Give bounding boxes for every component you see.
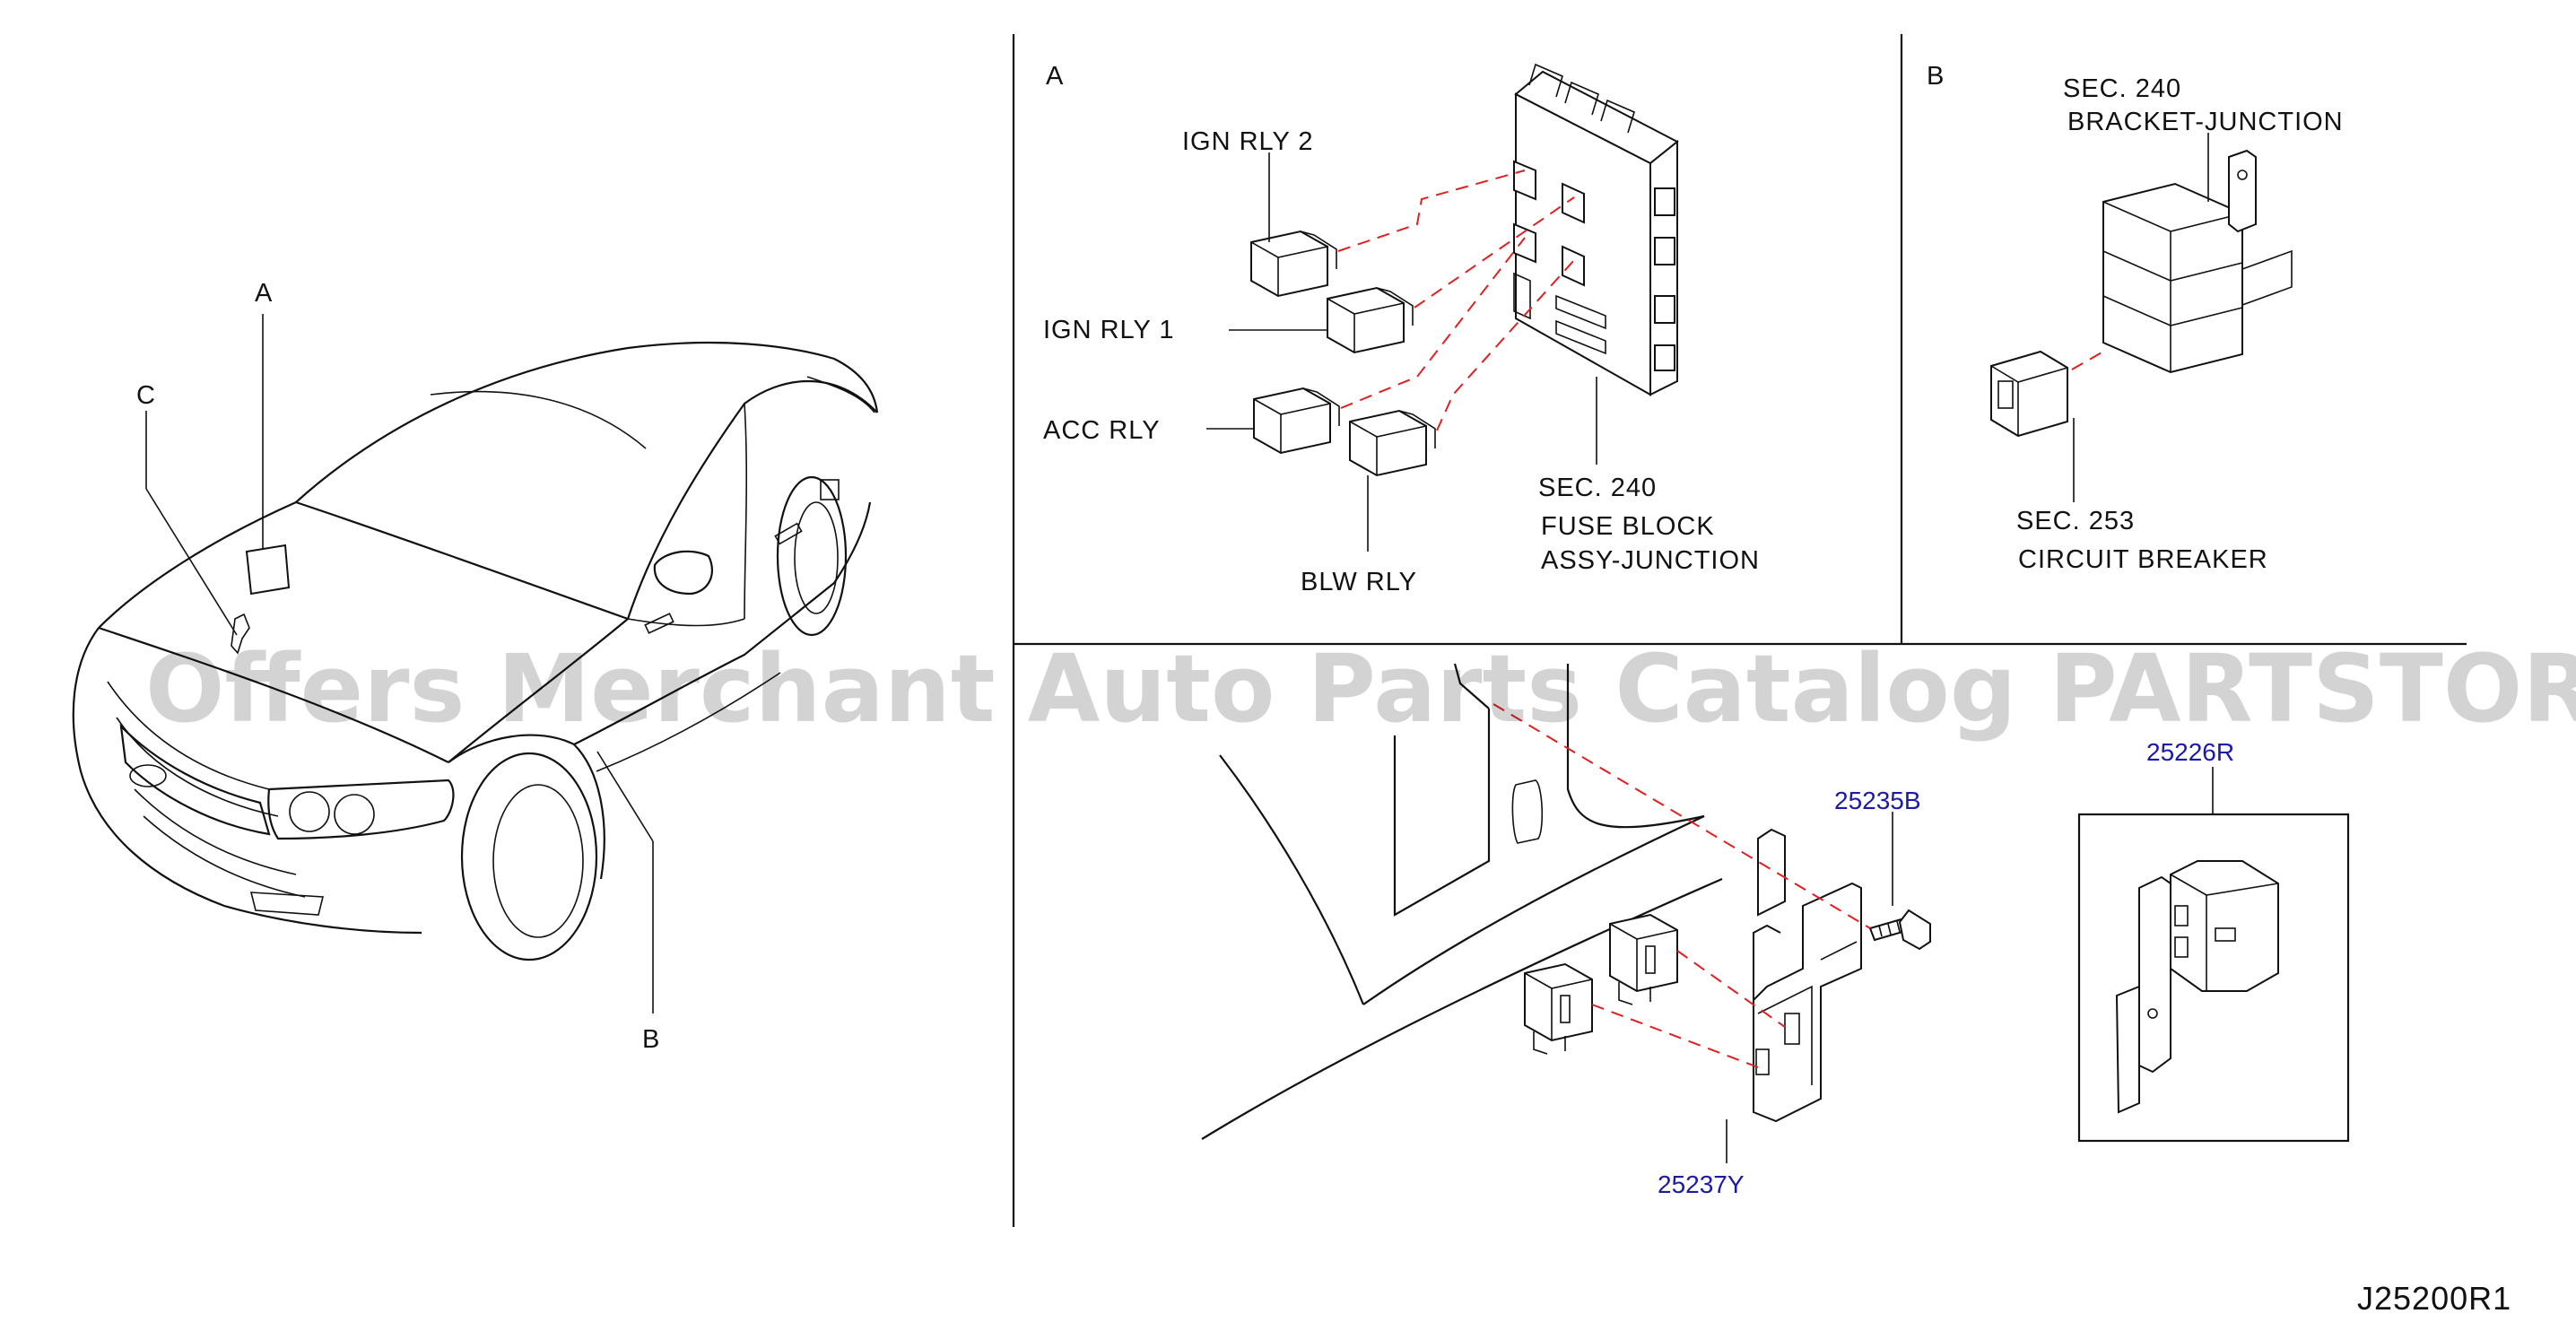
breaker-sec-label: SEC. 253 bbox=[2016, 507, 2135, 535]
section-a-letter: A bbox=[1046, 62, 1064, 91]
fuse-block-icon bbox=[1513, 63, 1679, 396]
bracket-sec-label: SEC. 240 bbox=[2063, 74, 2181, 103]
relay-assy-frame bbox=[2077, 813, 2350, 1143]
section-a: A bbox=[1043, 62, 1760, 596]
bolt-icon bbox=[1868, 909, 1931, 951]
fuse-block-sec-label: SEC. 240 bbox=[1538, 474, 1657, 502]
panel-dividers bbox=[1012, 34, 2467, 1227]
relay-assy-icon bbox=[2115, 860, 2279, 1114]
part-number-25235b[interactable]: 25235B bbox=[1834, 787, 1921, 814]
bracket-name-label: BRACKET-JUNCTION bbox=[2067, 108, 2344, 136]
ign-rly-1-label: IGN RLY 1 bbox=[1043, 316, 1175, 344]
callout-c: C bbox=[136, 381, 156, 410]
relay-c-front-icon bbox=[1524, 962, 1593, 1055]
body-panel-outline bbox=[1201, 663, 1723, 1140]
fuse-block-name-line2: ASSY-JUNCTION bbox=[1541, 546, 1760, 575]
circuit-breaker-icon bbox=[1990, 350, 2068, 438]
section-b-letter: B bbox=[1927, 62, 1945, 91]
relay-c-back-icon bbox=[1609, 913, 1678, 1005]
watermark-text: Offers Merchant Auto Parts Catalog PARTS… bbox=[145, 634, 2576, 744]
part-number-25226r[interactable]: 25226R bbox=[2146, 738, 2234, 766]
acc-rly-label: ACC RLY bbox=[1043, 416, 1161, 445]
ign-rly-2-relay-icon bbox=[1250, 230, 1337, 298]
vehicle-car-icon bbox=[72, 341, 879, 961]
blw-rly-relay-icon bbox=[1349, 409, 1436, 477]
callout-a: A bbox=[255, 279, 273, 308]
ign-rly-2-label: IGN RLY 2 bbox=[1182, 127, 1314, 156]
section-b: B SEC. 240 BRACKET-JUNCTION SEC. 253 CIR… bbox=[1927, 62, 2344, 574]
bracket-junction-icon bbox=[2102, 149, 2293, 374]
fuse-block-name-line1: FUSE BLOCK bbox=[1541, 512, 1715, 541]
acc-rly-relay-icon bbox=[1253, 387, 1340, 455]
section-c: 25235B 25237Y 25226R bbox=[1201, 663, 2350, 1198]
blw-rly-label: BLW RLY bbox=[1301, 568, 1417, 596]
part-number-25237y[interactable]: 25237Y bbox=[1658, 1170, 1745, 1198]
relay-bracket-icon bbox=[1753, 828, 1862, 1123]
ign-rly-1-relay-icon bbox=[1327, 286, 1414, 354]
diagram-reference-code: J25200R1 bbox=[2357, 1280, 2511, 1317]
callout-b: B bbox=[642, 1025, 660, 1054]
vehicle-overview: A C B bbox=[72, 279, 879, 1054]
breaker-name-label: CIRCUIT BREAKER bbox=[2018, 545, 2268, 574]
